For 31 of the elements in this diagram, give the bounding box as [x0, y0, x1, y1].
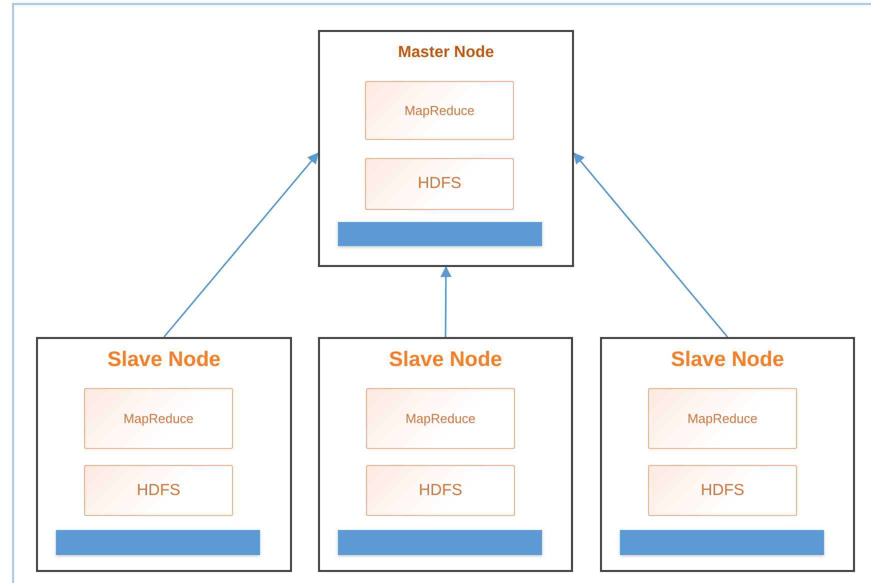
node-box — [318, 337, 573, 572]
component-box — [84, 465, 233, 516]
node-title: Slave Node — [388, 348, 504, 372]
component-label: MapReduce — [405, 411, 476, 426]
node-box — [36, 337, 292, 572]
component-box — [365, 81, 514, 140]
node-title: Slave Node — [106, 348, 222, 372]
component-label: HDFS — [136, 482, 180, 500]
component-label: MapReduce — [404, 103, 475, 118]
component-box — [366, 388, 515, 449]
component-label: MapReduce — [687, 411, 758, 426]
component-box — [648, 388, 797, 449]
bar — [56, 530, 260, 555]
node-box — [318, 30, 574, 267]
node-box — [600, 337, 855, 572]
node-title: Master Node — [396, 44, 496, 62]
bar — [620, 530, 824, 555]
component-label: HDFS — [418, 482, 462, 500]
component-box — [84, 388, 233, 449]
bar — [338, 530, 542, 555]
component-label: HDFS — [418, 175, 462, 193]
component-label: MapReduce — [123, 411, 194, 426]
component-label: HDFS — [700, 482, 744, 500]
component-box — [648, 465, 797, 516]
arrow — [163, 152, 319, 338]
node-title: Slave Node — [670, 348, 786, 372]
component-box — [366, 465, 515, 516]
arrow — [440, 266, 452, 337]
arrow — [573, 152, 728, 338]
component-box — [365, 158, 514, 210]
bar — [338, 222, 542, 246]
